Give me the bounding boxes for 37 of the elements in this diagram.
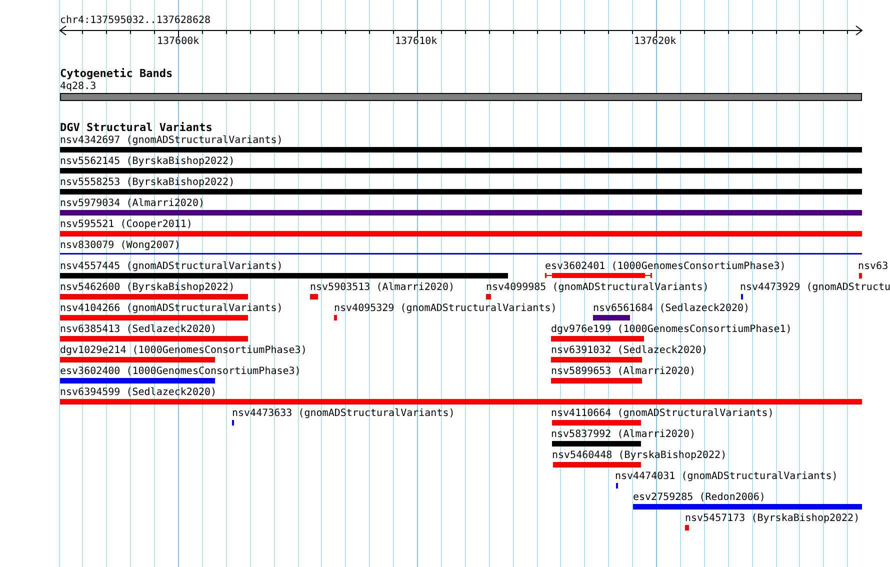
track-title: Cytogenetic Bands	[60, 68, 173, 79]
variant-label: nsv4342697 (gnomADStructuralVariants)	[60, 135, 283, 146]
variant-label: nsv4557445 (gnomADStructuralVariants)	[60, 261, 283, 272]
variant-label: dgv1029e214 (1000GenomesConsortiumPhase3)	[60, 345, 307, 356]
variant-label: nsv4474031 (gnomADStructuralVariants)	[615, 471, 838, 482]
variant-label: nsv63	[858, 261, 888, 272]
variant-label: nsv5903513 (Almarri2020)	[310, 282, 454, 293]
variant-label: nsv6394599 (Sedlazeck2020)	[60, 387, 217, 398]
band-label: 4q28.3	[60, 81, 96, 92]
variant-label: nsv4095329 (gnomADStructuralVariants)	[334, 303, 557, 314]
variant-label: nsv5457173 (ByrskaBishop2022)	[685, 513, 860, 524]
variant-label: nsv4110664 (gnomADStructuralVariants)	[551, 408, 774, 419]
variant-label: nsv5899653 (Almarri2020)	[551, 366, 696, 377]
variant-label: dgv976e199 (1000GenomesConsortiumPhase1)	[551, 324, 792, 335]
variant-label: nsv4473929 (gnomADStructu	[740, 282, 890, 293]
coordinate-range: chr4:137595032..137628628	[60, 15, 211, 26]
variant-label: nsv5562145 (ByrskaBishop2022)	[60, 156, 235, 167]
variant-label: nsv830079 (Wong2007)	[60, 240, 180, 251]
tick-label: 137600k	[157, 36, 200, 47]
variant-label: nsv5979034 (Almarri2020)	[60, 198, 204, 209]
variant-label: nsv4104266 (gnomADStructuralVariants)	[60, 303, 283, 314]
variant-label: nsv6561684 (Sedlazeck2020)	[593, 303, 750, 314]
variant-label: esv2759285 (Redon2006)	[633, 492, 766, 503]
variant-label: nsv595521 (Cooper2011)	[60, 219, 192, 230]
variant-label: esv3602401 (1000GenomesConsortiumPhase3)	[545, 261, 786, 272]
track-title: DGV Structural Variants	[60, 122, 212, 133]
variant-label: nsv5460448 (ByrskaBishop2022)	[552, 450, 727, 461]
variant-label: nsv6385413 (Sedlazeck2020)	[60, 324, 217, 335]
tick-label: 137610k	[395, 36, 438, 47]
variant-label: nsv5837992 (Almarri2020)	[551, 429, 696, 440]
variant-label: nsv4099985 (gnomADStructuralVariants)	[486, 282, 709, 293]
variant-label: nsv6391032 (Sedlazeck2020)	[551, 345, 708, 356]
tick-label: 137620k	[634, 36, 676, 47]
variant-label: nsv5558253 (ByrskaBishop2022)	[60, 177, 235, 188]
variant-label: nsv5462600 (ByrskaBishop2022)	[60, 282, 235, 293]
variant-label: esv3602400 (1000GenomesConsortiumPhase3)	[60, 366, 301, 377]
variant-label: nsv4473633 (gnomADStructuralVariants)	[232, 408, 455, 419]
